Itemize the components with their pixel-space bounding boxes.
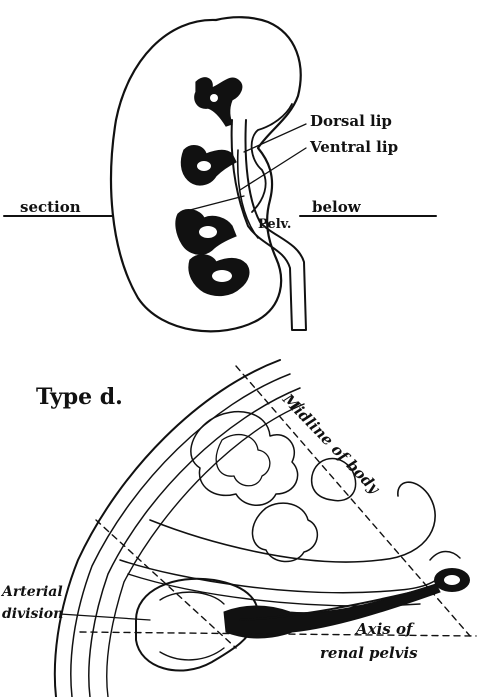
peritoneum-curve — [150, 482, 435, 562]
calyx-mid-upper-hole — [197, 161, 211, 171]
calyx-mid-lower-hole — [199, 226, 217, 238]
pelvis-leader — [190, 196, 244, 210]
midline-label: Midline of body — [278, 390, 384, 499]
axis-label-1: Axis of — [354, 620, 415, 638]
intestine-loop-upper — [191, 412, 298, 506]
cross-section-diagram: Type d. Midline of body Arterial divisio… — [0, 360, 476, 697]
calyx-upper-hole — [210, 94, 218, 102]
calyces — [176, 78, 249, 296]
renal-sinus-lower — [160, 648, 224, 660]
mesentery-band — [120, 560, 446, 593]
kidney-diagram: Dorsal lip Ventral lip Pelv. section bel… — [4, 17, 436, 331]
vertebral-curve — [430, 552, 460, 561]
arterial-division-label-1: Arterial — [0, 584, 63, 600]
pelvis-label: Pelv. — [258, 217, 291, 232]
calyx-lower-hole — [212, 270, 232, 282]
ureter-lumen — [444, 575, 460, 585]
section-left-label: section — [20, 198, 81, 216]
calyx-upper — [195, 78, 242, 126]
type-title: Type d. — [36, 384, 123, 410]
arterial-division-label-2: division — [2, 606, 63, 622]
ventral-lip-label: Ventral lip — [309, 138, 398, 156]
axis-label-2: renal pelvis — [320, 644, 418, 662]
intestine-loop-inner — [216, 435, 270, 486]
dorsal-lip-label: Dorsal lip — [310, 112, 392, 130]
body-wall-outer — [55, 360, 280, 697]
section-right-label: below — [312, 198, 362, 216]
